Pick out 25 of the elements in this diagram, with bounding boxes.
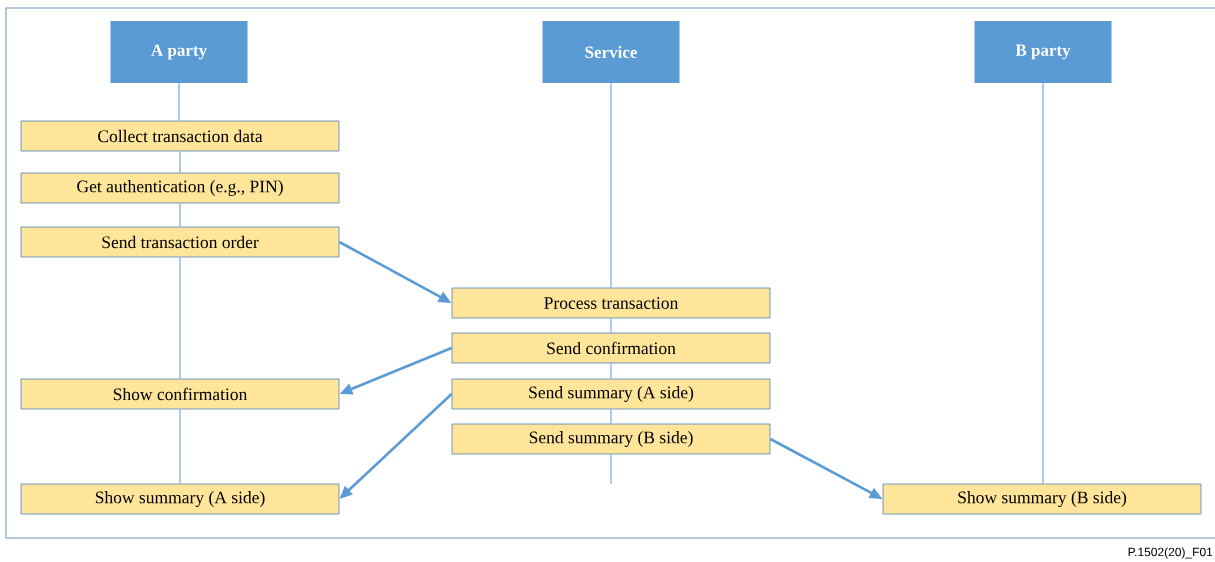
lifeline: [1042, 82, 1044, 485]
step-box: Show summary (B side): [882, 483, 1202, 515]
lifeline: [610, 317, 612, 334]
step-box: Show confirmation: [20, 378, 340, 410]
participant-box: B party: [974, 21, 1112, 83]
step-box: Show summary (A side): [20, 483, 340, 515]
lifeline: [610, 362, 612, 380]
lifeline: [610, 82, 612, 289]
step-box: Send transaction order: [20, 226, 340, 258]
lifeline: [179, 202, 181, 228]
participant-box: A party: [110, 21, 248, 83]
step-box: Collect transaction data: [20, 120, 340, 152]
lifeline: [610, 408, 612, 425]
lifeline: [178, 82, 180, 122]
step-box: Get authentication (e.g., PIN): [20, 172, 340, 204]
lifeline: [610, 453, 612, 485]
step-box: Send confirmation: [451, 332, 771, 364]
step-box: Process transaction: [451, 287, 771, 319]
step-box: Send summary (A side): [451, 378, 771, 410]
step-box: Send summary (B side): [451, 423, 771, 455]
lifeline: [179, 150, 181, 174]
lifeline: [179, 408, 181, 485]
lifeline: [179, 256, 181, 380]
figure-number: P.1502(20)_F01: [1128, 547, 1213, 559]
participant-box: Service: [542, 21, 680, 83]
